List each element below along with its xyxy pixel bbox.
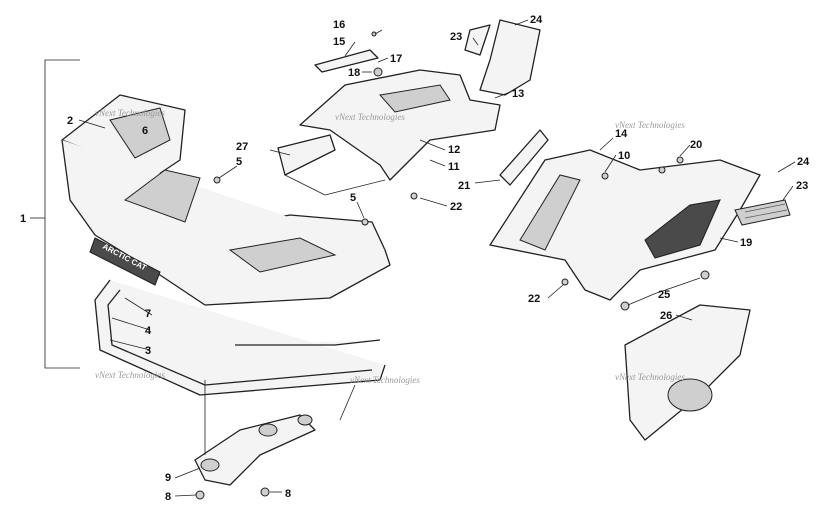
callout-6: 6 bbox=[142, 125, 148, 137]
callout-25: 25 bbox=[658, 289, 670, 301]
callout-5b: 5 bbox=[350, 192, 356, 204]
fasteners bbox=[195, 31, 710, 500]
callout-5a: 5 bbox=[236, 156, 242, 168]
callout-2: 2 bbox=[67, 115, 73, 127]
callout-10: 10 bbox=[618, 150, 630, 162]
callout-26: 26 bbox=[660, 310, 672, 322]
watermarks: vNext Technologies vNext Technologies vN… bbox=[95, 108, 685, 385]
small-side-panel bbox=[277, 134, 386, 196]
callout-15: 15 bbox=[333, 36, 345, 48]
callout-7: 7 bbox=[145, 308, 151, 320]
side-panel bbox=[489, 129, 761, 301]
callout-19: 19 bbox=[740, 237, 752, 249]
callout-23a: 23 bbox=[450, 31, 462, 43]
callout-1: 1 bbox=[20, 213, 26, 225]
callout-11: 11 bbox=[448, 161, 460, 173]
callout-24a: 24 bbox=[530, 14, 543, 26]
callout-12: 12 bbox=[448, 144, 460, 156]
watermark-1: vNext Technologies bbox=[95, 108, 165, 118]
callout-24b: 24 bbox=[797, 156, 810, 168]
vent-grille bbox=[734, 199, 791, 226]
callout-9: 9 bbox=[165, 472, 171, 484]
leader-lines bbox=[78, 19, 796, 497]
front-panel bbox=[299, 19, 541, 181]
watermark-3: vNext Technologies bbox=[615, 120, 685, 130]
callout-20: 20 bbox=[690, 139, 702, 151]
callout-8b: 8 bbox=[285, 488, 291, 500]
callout-27: 27 bbox=[236, 141, 248, 153]
callout-23b: 23 bbox=[796, 180, 808, 192]
callout-4: 4 bbox=[145, 325, 152, 337]
callout-13: 13 bbox=[512, 88, 524, 100]
callout-22b: 22 bbox=[528, 293, 540, 305]
callout-22a: 22 bbox=[450, 201, 462, 213]
callout-8a: 8 bbox=[165, 491, 171, 503]
watermark-4: vNext Technologies bbox=[95, 370, 165, 380]
callout-18: 18 bbox=[348, 67, 360, 79]
watermark-5: vNext Technologies bbox=[350, 375, 420, 385]
callout-14: 14 bbox=[615, 128, 628, 140]
callout-21: 21 bbox=[458, 180, 470, 192]
watermark-6: vNext Technologies bbox=[615, 372, 685, 382]
assembly-bracket bbox=[30, 59, 80, 369]
rack-tube-frame bbox=[94, 279, 386, 396]
watermark-2: vNext Technologies bbox=[335, 112, 405, 122]
front-rack: ARCTIC CAT bbox=[61, 94, 391, 306]
callout-16: 16 bbox=[333, 19, 345, 31]
callout-17: 17 bbox=[390, 53, 402, 65]
callout-3: 3 bbox=[145, 345, 151, 357]
callout-labels: 1 2 3 4 5 5 6 7 8 8 9 10 11 12 13 14 15 … bbox=[20, 14, 810, 503]
lower-side-cover bbox=[624, 304, 751, 441]
mounting-bracket bbox=[194, 380, 356, 486]
